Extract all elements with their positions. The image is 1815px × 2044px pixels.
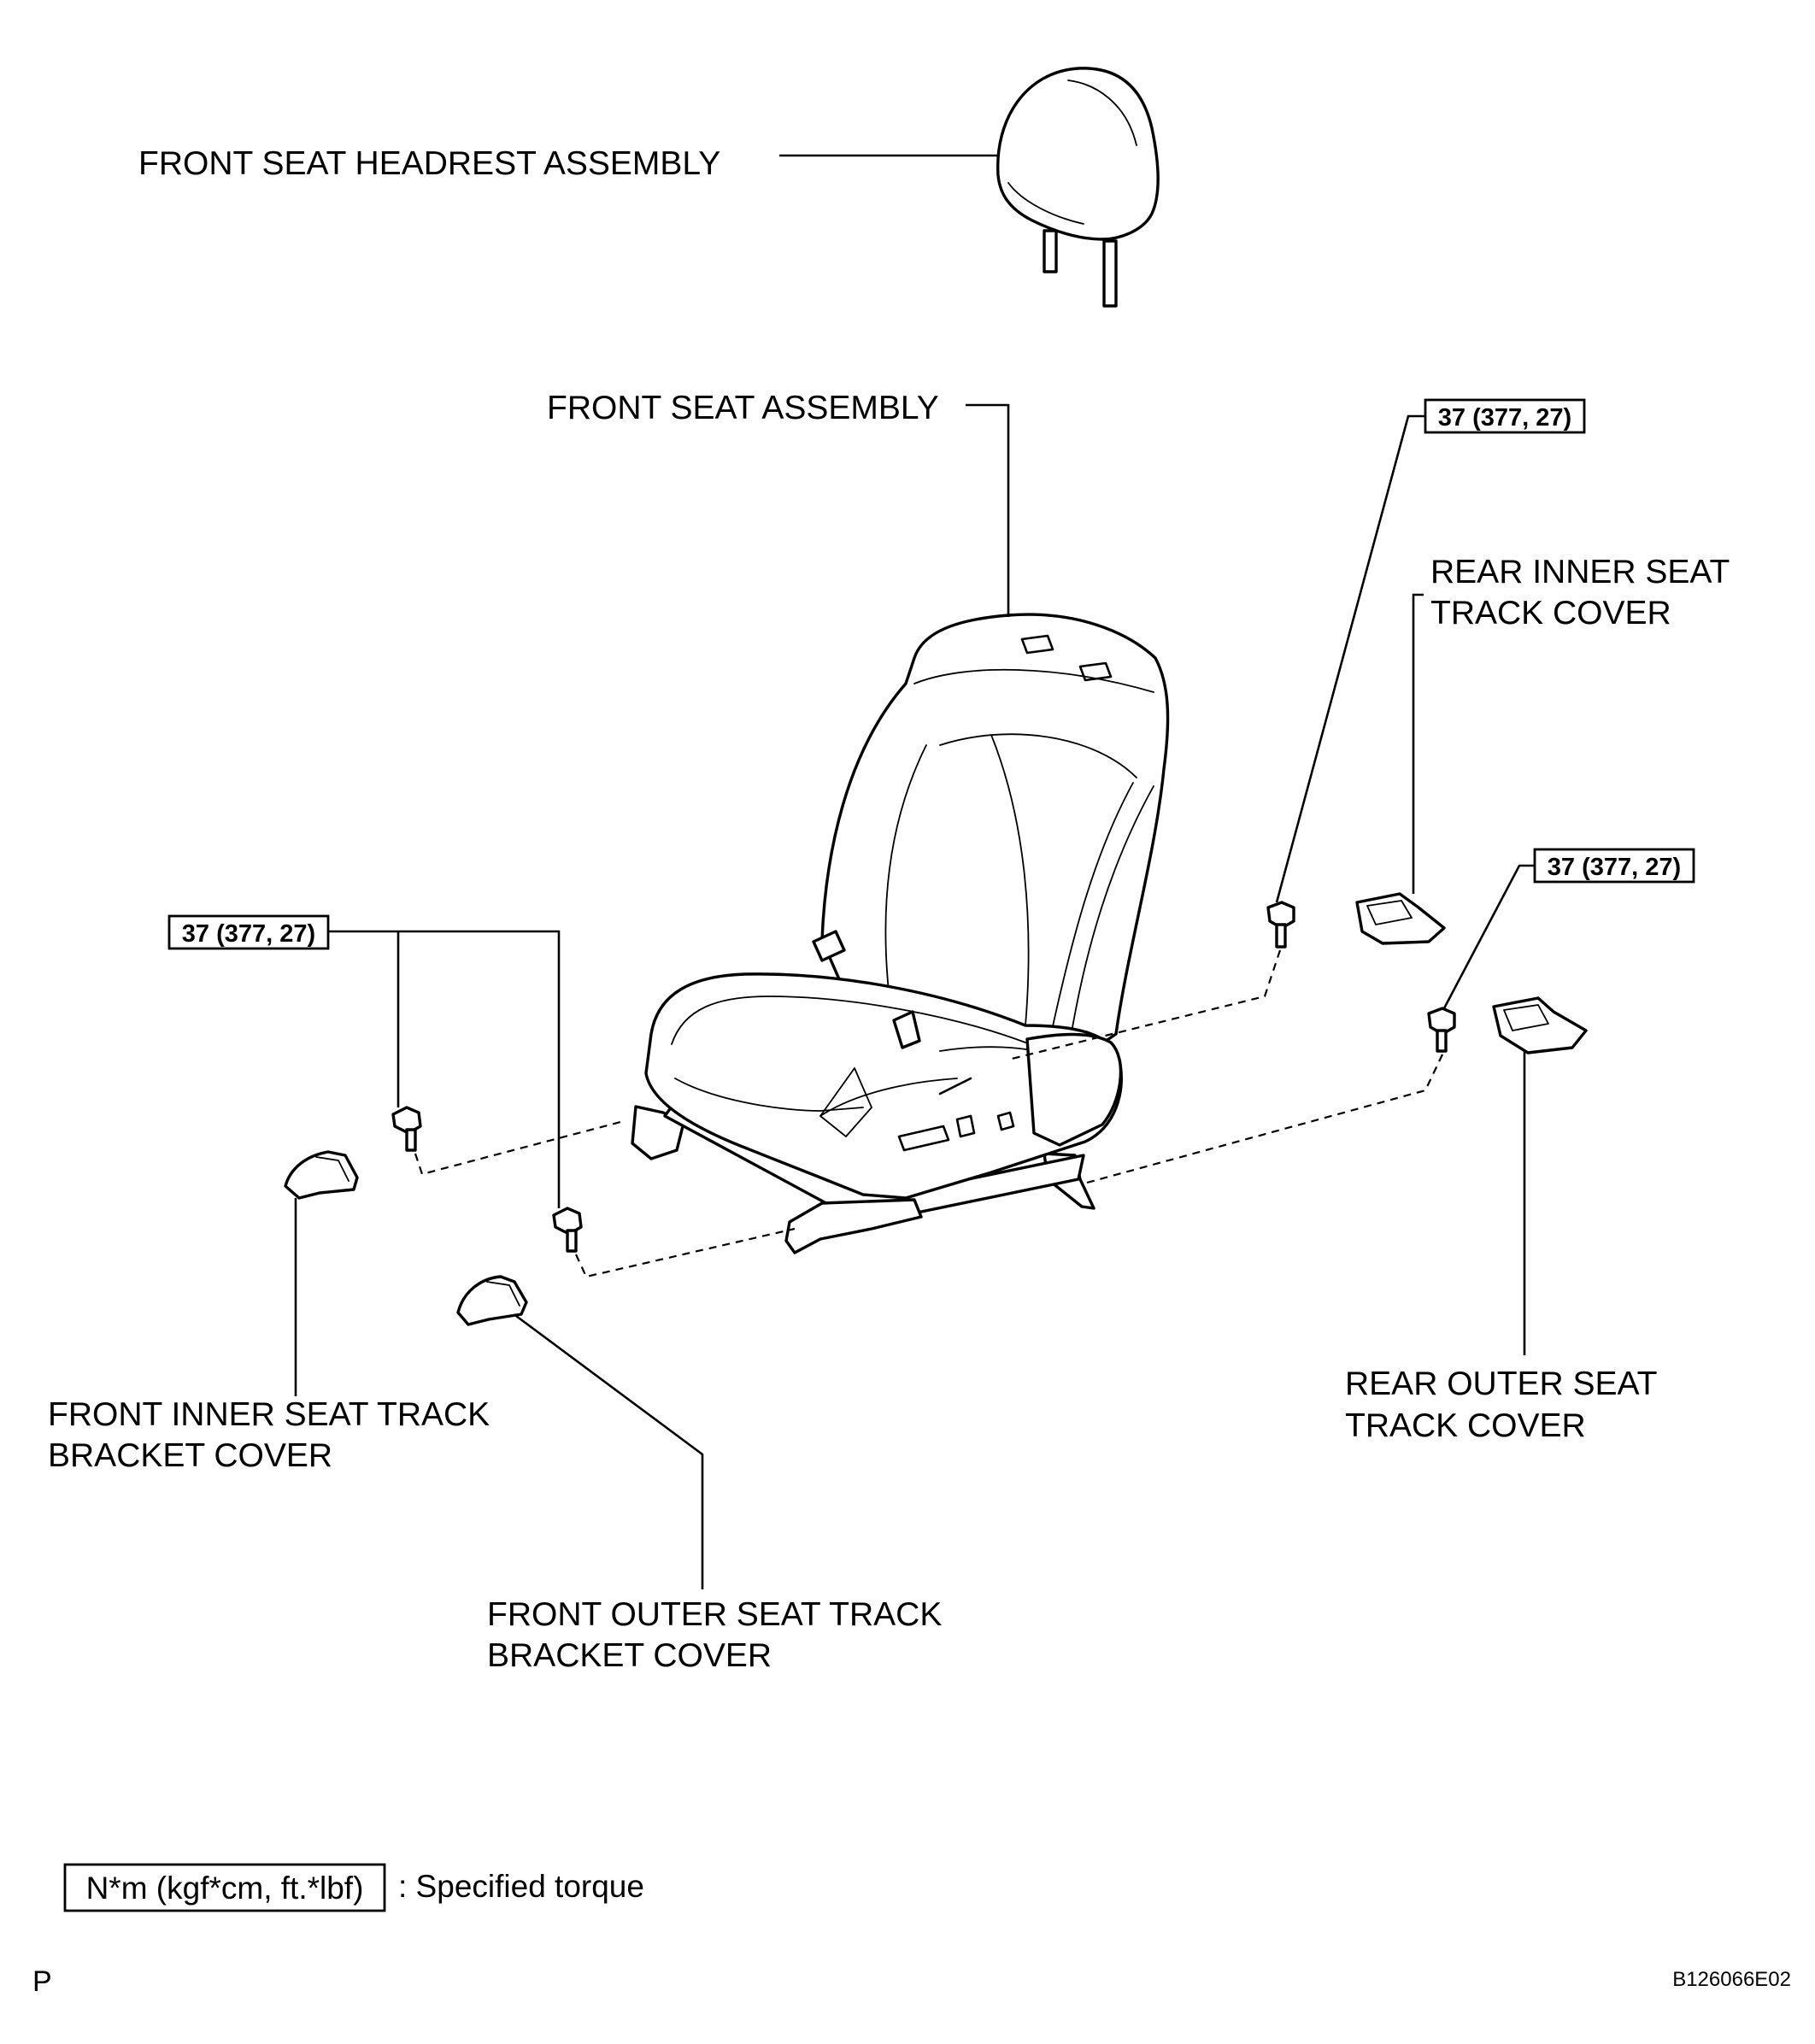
seat-illustration xyxy=(631,613,1170,1254)
torque-value-rear-inner: 37 (377, 27) xyxy=(1438,404,1571,432)
torque-value-left: 37 (377, 27) xyxy=(182,920,315,948)
rear-inner-track-cover xyxy=(1355,892,1446,945)
label-front-inner-line2: BRACKET COVER xyxy=(48,1437,332,1474)
bolt-front-inner xyxy=(391,1106,422,1152)
leader-torque-rear-outer xyxy=(1442,864,1535,1009)
headrest-illustration xyxy=(996,67,1160,308)
torque-callout-rear-outer: 37 (377, 27) xyxy=(1533,848,1695,884)
torque-legend: N*m (kgf*cm, ft.*lbf) : Specified torque xyxy=(63,1863,644,1912)
assembly-line-rear-outer xyxy=(1086,1054,1443,1184)
label-headrest: FRONT SEAT HEADREST ASSEMBLY xyxy=(138,145,720,182)
label-rear-outer-line1: REAR OUTER SEAT xyxy=(1345,1366,1658,1402)
torque-callout-rear-inner: 37 (377, 27) xyxy=(1424,398,1586,434)
label-seat: FRONT SEAT ASSEMBLY xyxy=(547,390,939,426)
front-outer-bracket-cover xyxy=(456,1275,528,1326)
leader-rear-inner xyxy=(1412,593,1424,894)
label-front-outer-line2: BRACKET COVER xyxy=(487,1637,772,1674)
bolt-rear-outer xyxy=(1427,1007,1456,1053)
assembly-line-rear-inner xyxy=(1007,949,1282,1061)
torque-callout-left: 37 (377, 27) xyxy=(167,914,330,950)
assembly-line-front-outer xyxy=(575,1227,796,1278)
label-rear-outer-line2: TRACK COVER xyxy=(1345,1407,1586,1444)
label-front-inner-line1: FRONT INNER SEAT TRACK xyxy=(48,1396,490,1433)
leader-front-outer xyxy=(515,1314,704,1589)
leader-torque-rear-inner xyxy=(1275,414,1425,903)
torque-value-rear-outer: 37 (377, 27) xyxy=(1548,854,1681,881)
front-inner-bracket-cover xyxy=(284,1150,359,1200)
bolt-front-outer xyxy=(552,1207,583,1253)
label-rear-inner-line2: TRACK COVER xyxy=(1430,595,1671,631)
label-rear-inner-line1: REAR INNER SEAT xyxy=(1430,554,1730,590)
legend-box-text: N*m (kgf*cm, ft.*lbf) xyxy=(86,1871,364,1906)
label-front-outer-line1: FRONT OUTER SEAT TRACK xyxy=(487,1596,942,1633)
leader-torque-left xyxy=(328,930,561,1208)
legend-description: : Specified torque xyxy=(398,1869,644,1904)
footer-left-code: P xyxy=(32,1965,52,1998)
bolt-rear-inner xyxy=(1266,901,1295,949)
rear-outer-track-cover xyxy=(1492,996,1588,1054)
leader-seat xyxy=(966,403,1010,617)
figure-id: B126066E02 xyxy=(1672,1968,1791,1991)
assembly-line-front-inner xyxy=(414,1119,625,1176)
